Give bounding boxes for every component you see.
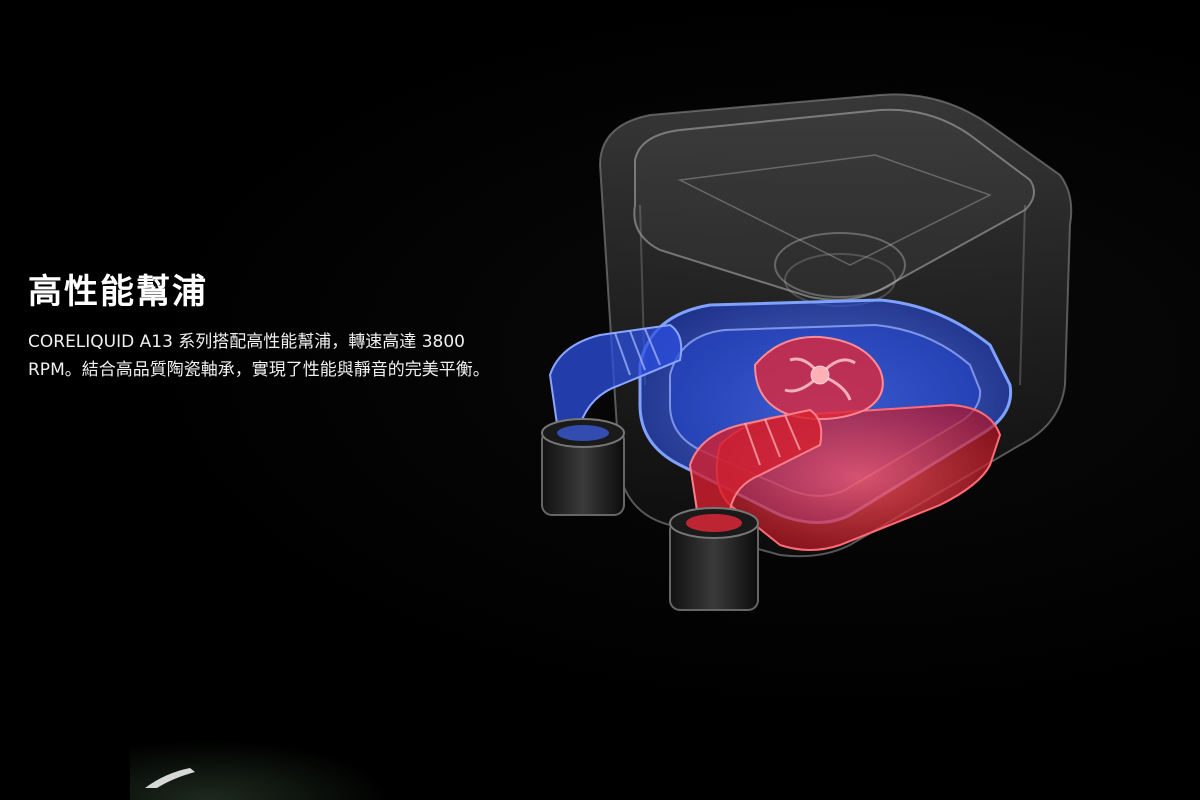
feature-title: 高性能幫浦 <box>28 272 208 312</box>
next-product-edge <box>145 768 195 788</box>
pump-illustration <box>541 93 1073 611</box>
blue-inlet-fitting <box>541 323 683 516</box>
feature-description: CORELIQUID A13 系列搭配高性能幫浦，轉速高達 3800 RPM。結… <box>28 332 490 381</box>
feature-text-block: 高性能幫浦 CORELIQUID A13 系列搭配高性能幫浦，轉速高達 3800… <box>28 270 498 384</box>
red-outlet-fitting <box>669 408 823 611</box>
